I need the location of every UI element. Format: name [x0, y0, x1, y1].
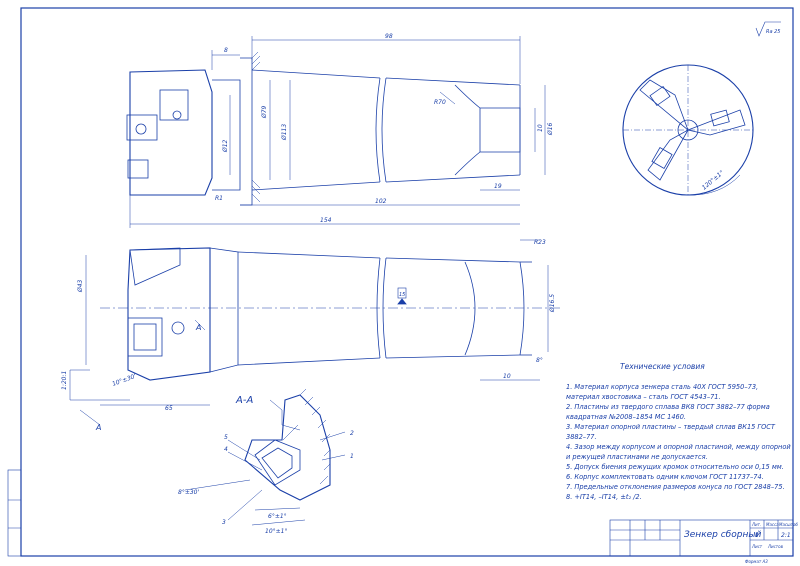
dim-label: 5: [224, 434, 228, 441]
title-block-sheets: Листов: [767, 544, 784, 549]
dim-label: R1: [215, 195, 223, 202]
dim-label: 15: [399, 292, 405, 298]
dim-label: 4: [224, 446, 228, 453]
dim-label: 10: [537, 124, 544, 132]
dim-label: 1:20:1: [61, 371, 68, 390]
dim-label: 8°: [536, 357, 543, 364]
dim-label: 154: [320, 217, 332, 224]
dim-label: Ø43: [77, 279, 84, 293]
roughness-label: Ra 25: [766, 29, 781, 35]
end-view: [622, 64, 754, 196]
section-label: A-A: [235, 395, 253, 406]
dim-label: Ø12: [222, 139, 229, 153]
sheet-frame: [20, 7, 794, 557]
title-block-mass: Масса: [766, 522, 779, 527]
side-stamp: [7, 469, 22, 557]
title-block: [609, 519, 794, 557]
technical-condition-line: 4. Зазор между корпусом и опорной пласти…: [566, 443, 791, 451]
dim-label: 3: [222, 519, 226, 526]
title-block-scale: Масштаб: [779, 522, 799, 527]
drawing-title: Зенкер сборный: [684, 530, 762, 540]
technical-condition-line: 5. Допуск биения режущих кромок относите…: [566, 463, 784, 471]
title-block-scale-value: 2:1: [781, 532, 791, 539]
technical-condition-line: 3. Материал опорной пластины – твердый с…: [566, 423, 775, 431]
title-block-sheet: Лист: [751, 544, 763, 549]
dim-label: 8°±30': [178, 489, 199, 496]
dim-label: 102: [375, 198, 387, 205]
technical-condition-line: 7. Предельные отклонения размеров конуса…: [566, 483, 785, 491]
dim-label: 10: [503, 373, 511, 380]
technical-condition-line: 8. +IT14, –IT14, ±t₂ /2.: [566, 493, 642, 501]
dim-label: 98: [385, 33, 393, 40]
dim-label: 10°±30': [111, 373, 137, 388]
dim-label: 6°±1°: [268, 513, 287, 520]
dim-label: 2: [350, 430, 354, 437]
technical-condition-line: 6. Корпус комплектовать одним ключом ГОС…: [566, 473, 764, 481]
dim-label: 1: [350, 453, 354, 460]
dim-label: 10°±1°: [265, 528, 287, 535]
dim-label: A: [95, 423, 101, 432]
technical-condition-line: материал хвостовика – сталь ГОСТ 4543–71…: [566, 393, 721, 401]
dim-label: Ø16: [547, 122, 554, 136]
title-block-lit: Лит.: [751, 522, 761, 527]
dim-label: A: [195, 323, 201, 332]
dim-label: 8: [224, 47, 228, 54]
side-view: [69, 239, 560, 426]
dim-label: R70: [434, 99, 446, 106]
technical-condition-line: 1. Материал корпуса зенкера сталь 40Х ГО…: [566, 383, 759, 391]
technical-condition-line: и режущей пластинами не допускается.: [566, 453, 708, 461]
technical-condition-line: 2. Пластины из твердого сплава ВК8 ГОСТ …: [566, 403, 770, 411]
dim-label: 19: [494, 183, 502, 190]
dim-label: 65: [165, 405, 173, 412]
dim-label: Ø16.5: [549, 294, 556, 313]
title-block-lit-value: II: [755, 532, 759, 539]
dim-label: R23: [534, 239, 546, 246]
section-a-a: [184, 388, 346, 526]
dim-label: Ø79: [261, 105, 268, 119]
top-view: [126, 36, 546, 228]
drawing-format: Формат А3: [745, 559, 768, 564]
technical-condition-line: квадратная №2008–1854 МС 1460.: [566, 413, 687, 421]
dim-label: Ø113: [281, 124, 288, 141]
technical-conditions-title: Технические условия: [620, 362, 705, 371]
technical-condition-line: 3882–77.: [566, 433, 597, 441]
